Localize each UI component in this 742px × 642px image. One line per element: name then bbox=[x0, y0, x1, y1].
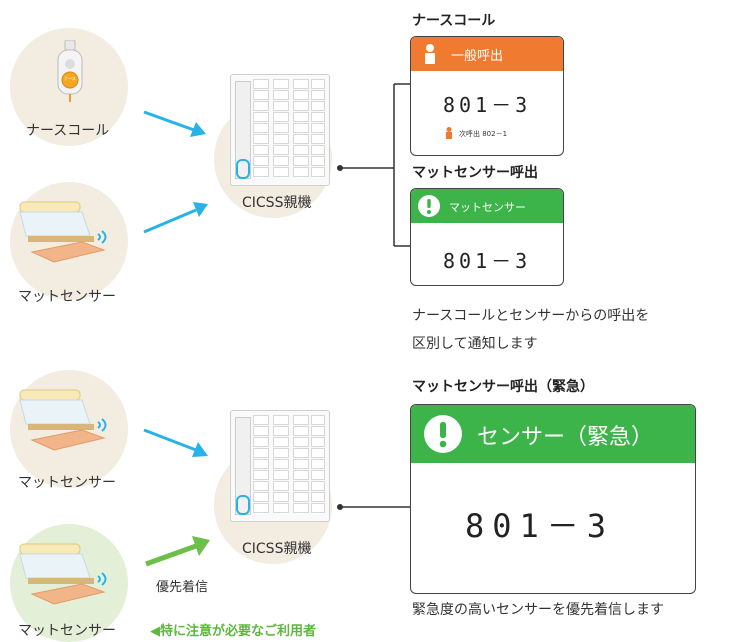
next-call-person-icon bbox=[446, 127, 452, 139]
priority-note: ◀特に注意が必要なご利用者 bbox=[150, 624, 316, 639]
cicss-station-icon-1 bbox=[230, 74, 330, 186]
emergency-card: センサー（緊急） 801－3 bbox=[410, 404, 696, 594]
nurse-call-card-title: ナースコール bbox=[412, 13, 496, 29]
mat-sensor-label-2: マットセンサー bbox=[18, 475, 116, 491]
nurse-call-card: 一般呼出 801－3 次呼出 802－1 bbox=[410, 36, 564, 156]
nurse-call-next: 次呼出 802－1 bbox=[459, 130, 508, 138]
cicss-station-icon-2 bbox=[230, 410, 330, 522]
priority-label: 優先着信 bbox=[156, 580, 209, 595]
connector-lines-top bbox=[337, 83, 410, 247]
nurse-call-header-text: 一般呼出 bbox=[451, 49, 504, 64]
emergency-card-header: センサー（緊急） bbox=[411, 405, 695, 463]
arrow-nurse-call-to-station bbox=[143, 110, 206, 137]
arrow-mat-sensor-to-station bbox=[143, 202, 208, 234]
nurse-call-number: 801－3 bbox=[443, 93, 532, 117]
bed-mat-sensor-icon bbox=[12, 538, 116, 610]
mat-sensor-card: マットセンサー 801－3 bbox=[410, 188, 564, 286]
mat-card-title: マットセンサー呼出 bbox=[412, 165, 538, 181]
bed-mat-sensor-icon bbox=[12, 384, 116, 456]
nurse-call-label: ナースコール bbox=[26, 123, 110, 139]
mat-number: 801－3 bbox=[443, 249, 532, 273]
bed-mat-sensor-icon bbox=[12, 196, 116, 268]
priority-arrow bbox=[145, 536, 210, 567]
mat-sensor-label-3: マットセンサー bbox=[18, 623, 116, 639]
mat-card-header: マットセンサー bbox=[411, 189, 563, 223]
mat-header-text: マットセンサー bbox=[449, 201, 526, 214]
nurse-call-button-text: ナース bbox=[64, 76, 76, 81]
station-label-1: CICSS親機 bbox=[242, 195, 312, 211]
emergency-header-text: センサー（緊急） bbox=[477, 425, 654, 450]
top-description-line-2: 区別して通知します bbox=[412, 336, 538, 352]
exclamation-icon bbox=[418, 195, 440, 217]
exclamation-icon bbox=[424, 415, 462, 453]
nurse-call-card-header: 一般呼出 bbox=[411, 37, 563, 71]
person-icon bbox=[425, 44, 435, 64]
station-label-2: CICSS親機 bbox=[242, 541, 312, 557]
arrow-mat-sensor-2-to-station bbox=[143, 428, 208, 457]
bottom-description: 緊急度の高いセンサーを優先着信します bbox=[412, 602, 664, 618]
mat-sensor-label-1: マットセンサー bbox=[18, 289, 116, 305]
connector-line-bottom bbox=[337, 504, 412, 510]
nurse-call-device-icon bbox=[56, 39, 84, 102]
emergency-number: 801－3 bbox=[465, 507, 615, 545]
top-description-line-1: ナースコールとセンサーからの呼出を bbox=[412, 308, 650, 324]
emergency-card-title: マットセンサー呼出（緊急） bbox=[412, 379, 594, 395]
